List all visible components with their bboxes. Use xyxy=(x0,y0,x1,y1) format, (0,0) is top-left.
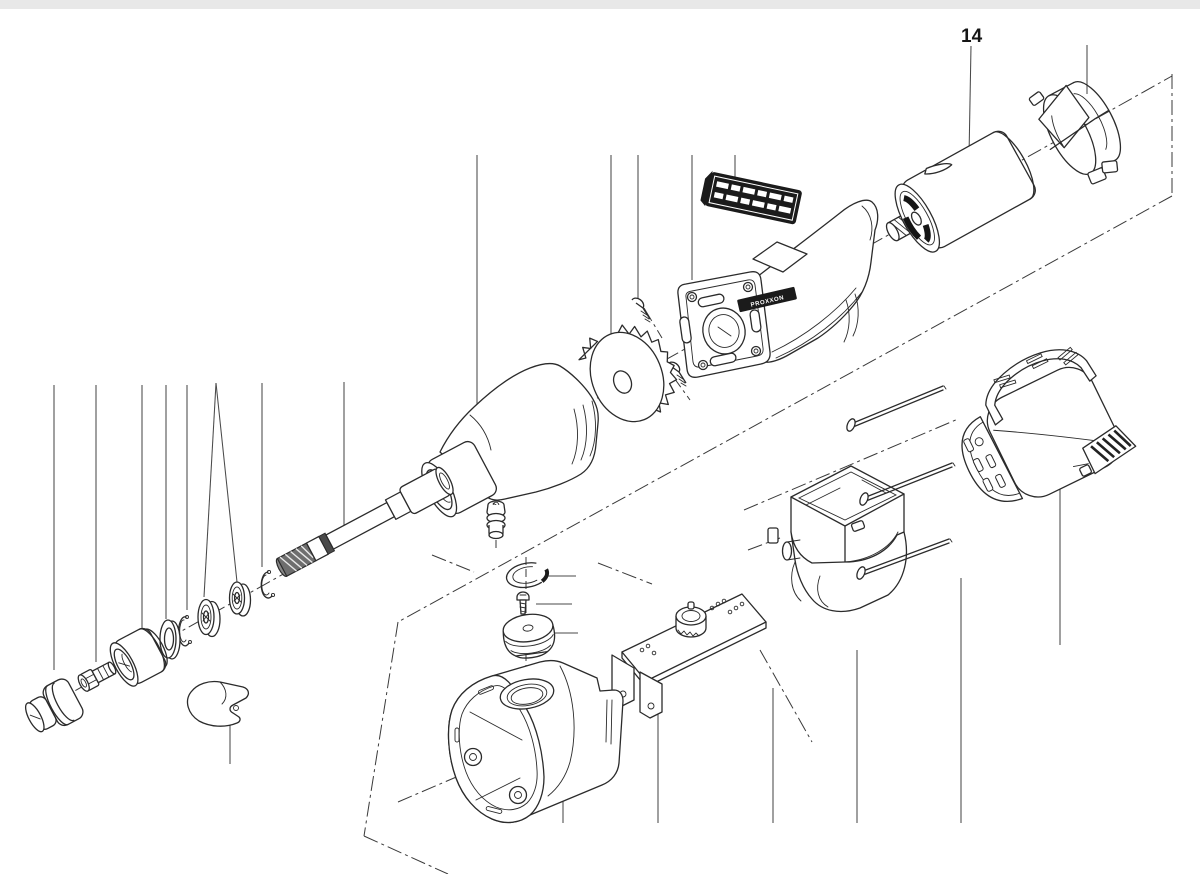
housing-label-recess xyxy=(752,241,808,273)
washer xyxy=(159,619,181,660)
pcb-potentiometer xyxy=(675,601,707,638)
cage-screw-1 xyxy=(846,385,947,432)
cap-strap xyxy=(985,349,1097,426)
callout-14-leader xyxy=(968,45,972,158)
spindle-shaft xyxy=(275,466,454,577)
electric-motor xyxy=(885,130,1036,253)
bushing xyxy=(486,500,506,540)
battery-cage xyxy=(767,465,908,613)
battery-end-cap xyxy=(961,346,1137,503)
ball-bearing-1 xyxy=(197,598,221,638)
collet xyxy=(77,661,117,692)
motor-bracket xyxy=(1028,81,1122,185)
lower-housing-shell xyxy=(447,659,624,824)
cage-screw-2 xyxy=(859,462,956,506)
bracket-pin xyxy=(1049,109,1110,151)
switch-pcb xyxy=(611,593,767,719)
part-callout-14: 14 xyxy=(961,26,983,47)
cage-screw-3 xyxy=(856,538,953,580)
motor-housing: PROXXON xyxy=(677,199,879,378)
selector-knob xyxy=(502,613,556,659)
ball-bearing-2 xyxy=(228,581,252,617)
housing-screw-1 xyxy=(631,297,651,323)
chuck-cap xyxy=(24,678,84,733)
chuck-nut xyxy=(109,627,168,687)
retainer-clip xyxy=(186,680,250,727)
rating-plate xyxy=(700,170,802,225)
knob-screw xyxy=(516,591,530,615)
snap-ring xyxy=(505,562,550,589)
retaining-ring-2 xyxy=(260,569,276,599)
cap-release-latch xyxy=(1072,425,1137,475)
page-top-bar xyxy=(0,0,1200,9)
fan-gear-disc xyxy=(578,324,678,423)
leader-lines xyxy=(53,45,1088,823)
